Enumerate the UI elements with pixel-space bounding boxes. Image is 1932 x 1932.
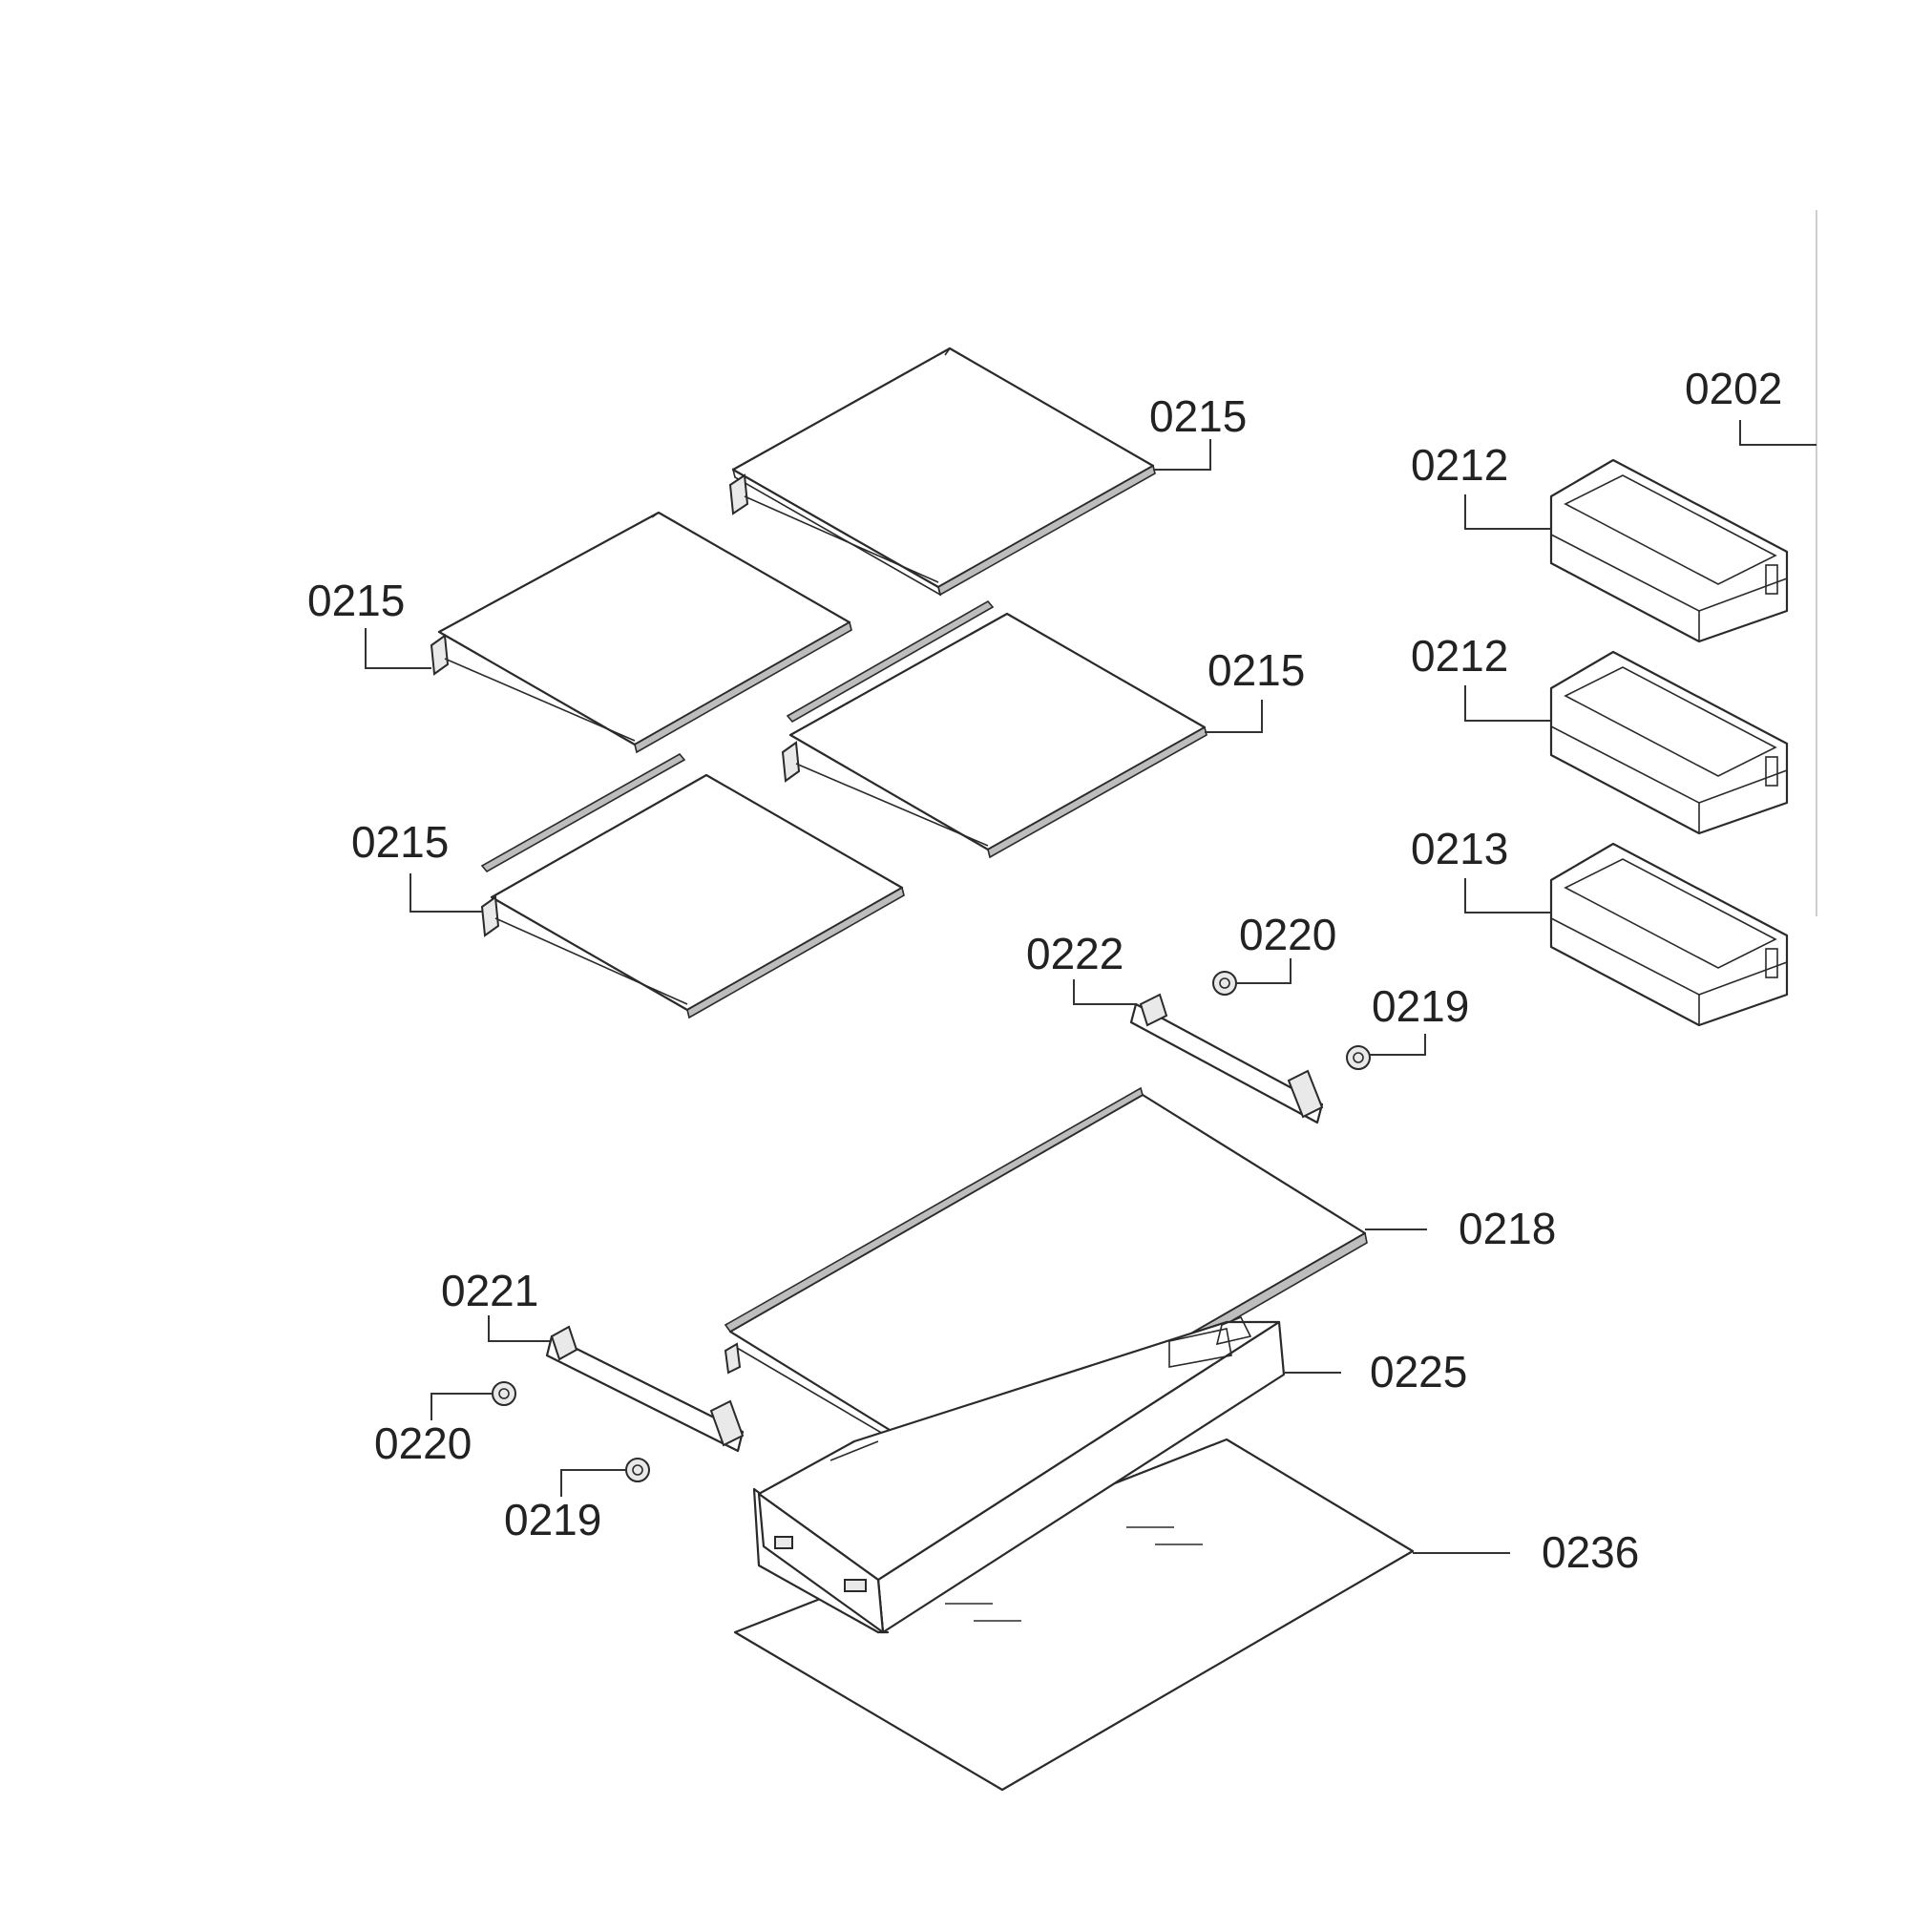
callout-0220-upper: 0220 (1239, 910, 1336, 959)
leader-0219-lower (560, 1469, 626, 1497)
leader-0215-middle-right (1205, 700, 1263, 733)
leader-0222 (1073, 979, 1136, 1005)
callout-0215-middle-right: 0215 (1208, 645, 1305, 695)
leader-0221 (488, 1315, 552, 1342)
leader-0212-top (1464, 494, 1551, 530)
roller-0220-upper[interactable] (1212, 971, 1237, 996)
callout-0225: 0225 (1370, 1347, 1467, 1396)
glass-shelf-top-right[interactable] (728, 346, 1156, 597)
callout-labels: 0202 0215 0212 0215 0212 0215 0215 0213 … (307, 364, 1782, 1577)
leader-0220-upper (1236, 958, 1292, 984)
leader-0219-upper (1370, 1034, 1426, 1056)
glass-shelf-upper-left[interactable] (430, 511, 852, 754)
roller-0219-lower[interactable] (625, 1458, 650, 1482)
leader-0202 (1739, 420, 1816, 446)
door-bin-bottom[interactable] (1549, 842, 1789, 1027)
callout-0212-middle: 0212 (1411, 631, 1508, 681)
callout-0219-lower: 0219 (504, 1495, 601, 1544)
crisper-drawer[interactable] (752, 1315, 1286, 1634)
door-bin-middle[interactable] (1549, 650, 1789, 835)
roller-0220-lower[interactable] (492, 1381, 516, 1406)
roller-0219-upper[interactable] (1346, 1045, 1371, 1070)
glass-shelf-middle-right[interactable] (781, 599, 1208, 859)
callout-0218: 0218 (1459, 1204, 1556, 1253)
leader-0213 (1464, 878, 1551, 914)
callout-0221: 0221 (441, 1266, 538, 1315)
drawer-rail-left[interactable] (545, 1325, 745, 1453)
door-bin-top[interactable] (1549, 458, 1789, 643)
leader-0215-top-right (1153, 439, 1211, 471)
callout-0202: 0202 (1685, 364, 1782, 413)
callout-0219-upper: 0219 (1372, 981, 1469, 1031)
callout-0213: 0213 (1411, 824, 1508, 873)
leader-0212-middle (1464, 685, 1551, 722)
leader-0220-lower (430, 1393, 493, 1420)
callout-0222: 0222 (1026, 929, 1124, 978)
callout-0220-lower: 0220 (374, 1418, 472, 1468)
callout-0212-top: 0212 (1411, 440, 1508, 490)
callout-0215-lower-left: 0215 (351, 817, 449, 867)
leader-0215-lower-left (410, 873, 482, 913)
callout-0236: 0236 (1542, 1527, 1639, 1577)
drawer-rail-right[interactable] (1129, 993, 1324, 1124)
callout-0215-top-right: 0215 (1149, 391, 1247, 441)
callout-0215-upper-left: 0215 (307, 576, 405, 625)
leader-lines (365, 420, 1816, 1554)
glass-shelf-lower-left[interactable] (480, 752, 905, 1019)
leader-0215-upper-left (365, 628, 431, 669)
